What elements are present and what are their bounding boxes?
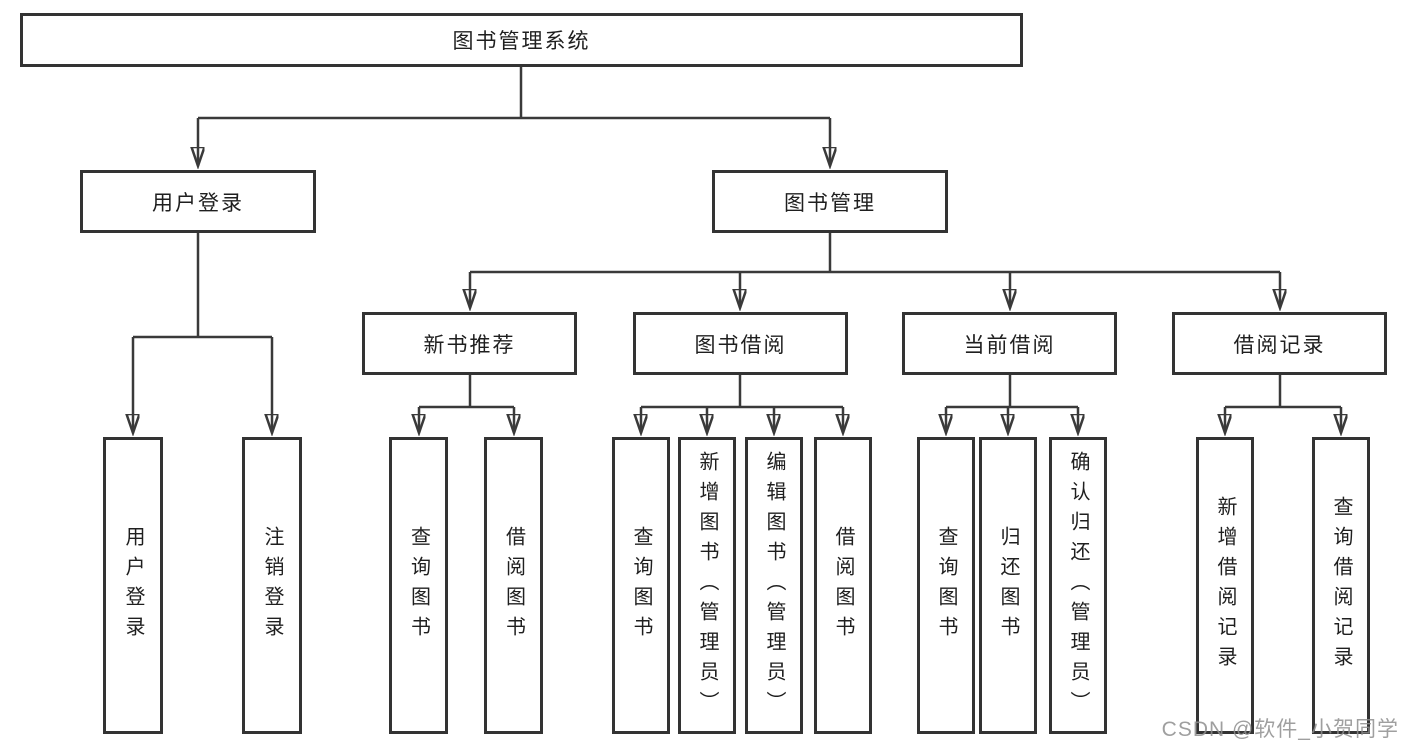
leaf-cb-return-books-label: 归还图书 bbox=[997, 525, 1019, 646]
node-borrow-records-label: 借阅记录 bbox=[1233, 333, 1326, 357]
node-book-management-label: 图书管理 bbox=[784, 191, 876, 215]
node-new-book-recommend-label: 新书推荐 bbox=[423, 333, 516, 357]
leaf-bb-add-books-admin-label: 新增图书（管理员） bbox=[696, 450, 718, 721]
node-book-borrowing: 图书借阅 bbox=[633, 312, 848, 375]
node-book-management: 图书管理 bbox=[712, 170, 948, 233]
leaf-cb-return-books: 归还图书 bbox=[979, 437, 1037, 734]
leaf-bb-borrow-books: 借阅图书 bbox=[814, 437, 872, 734]
leaf-bb-add-books-admin: 新增图书（管理员） bbox=[678, 437, 736, 734]
leaf-user-login-label: 用户登录 bbox=[122, 525, 144, 646]
leaf-cb-confirm-return-admin-label: 确认归还（管理员） bbox=[1067, 450, 1089, 721]
node-book-borrowing-label: 图书借阅 bbox=[694, 333, 787, 357]
leaf-logout: 注销登录 bbox=[242, 437, 302, 734]
leaf-nb-borrow-books: 借阅图书 bbox=[484, 437, 543, 734]
node-user-login: 用户登录 bbox=[80, 170, 316, 233]
leaf-user-login: 用户登录 bbox=[103, 437, 163, 734]
leaf-bb-borrow-books-label: 借阅图书 bbox=[832, 525, 854, 646]
csdn-watermark: CSDN @软件_小贺同学 bbox=[1161, 718, 1399, 741]
node-user-login-label: 用户登录 bbox=[152, 191, 244, 215]
leaf-nb-query-books-label: 查询图书 bbox=[407, 525, 430, 646]
node-borrow-records: 借阅记录 bbox=[1172, 312, 1387, 375]
node-current-borrowing-label: 当前借阅 bbox=[963, 333, 1056, 357]
leaf-br-add-record-label: 新增借阅记录 bbox=[1214, 495, 1236, 676]
leaf-cb-query-books: 查询图书 bbox=[917, 437, 975, 734]
node-root: 图书管理系统 bbox=[20, 13, 1023, 67]
leaf-bb-edit-books-admin-label: 编辑图书（管理员） bbox=[763, 450, 785, 721]
leaf-br-query-record-label: 查询借阅记录 bbox=[1330, 495, 1352, 676]
leaf-bb-query-books-label: 查询图书 bbox=[630, 525, 652, 646]
node-root-label: 图书管理系统 bbox=[452, 30, 591, 53]
leaf-br-query-record: 查询借阅记录 bbox=[1312, 437, 1370, 734]
leaf-nb-query-books: 查询图书 bbox=[389, 437, 448, 734]
node-new-book-recommend: 新书推荐 bbox=[362, 312, 577, 375]
leaf-nb-borrow-books-label: 借阅图书 bbox=[502, 525, 525, 646]
leaf-logout-label: 注销登录 bbox=[261, 525, 283, 646]
leaf-cb-confirm-return-admin: 确认归还（管理员） bbox=[1049, 437, 1107, 734]
leaf-cb-query-books-label: 查询图书 bbox=[935, 525, 957, 646]
leaf-bb-query-books: 查询图书 bbox=[612, 437, 670, 734]
node-current-borrowing: 当前借阅 bbox=[902, 312, 1117, 375]
leaf-br-add-record: 新增借阅记录 bbox=[1196, 437, 1254, 734]
leaf-bb-edit-books-admin: 编辑图书（管理员） bbox=[745, 437, 803, 734]
